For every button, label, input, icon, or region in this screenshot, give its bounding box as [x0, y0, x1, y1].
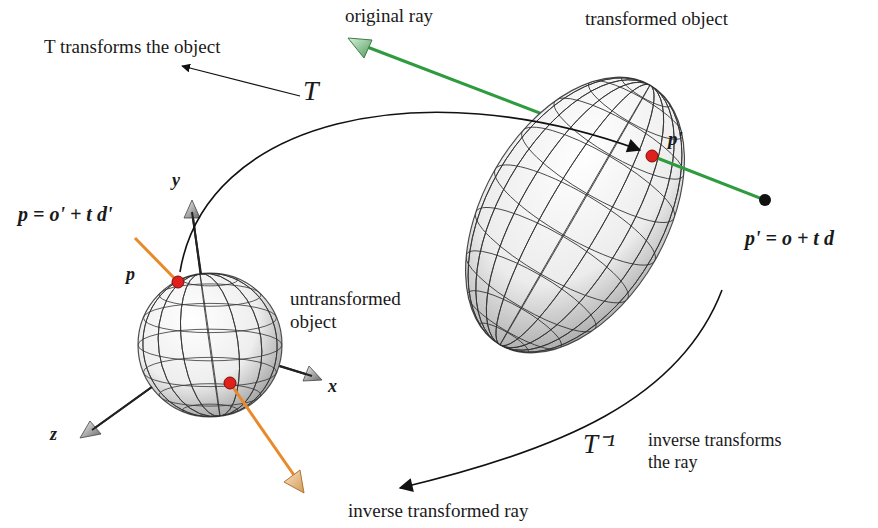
- transform-symbol: T: [303, 74, 319, 108]
- grid-line: [453, 58, 698, 372]
- object-label: untransformed object: [290, 288, 415, 334]
- grid-line: [475, 71, 675, 360]
- hit-point: [172, 276, 184, 288]
- x-axis: [280, 366, 312, 376]
- ray-label: original ray: [345, 5, 433, 28]
- inverse-transform-symbol: T⁻¹: [583, 428, 615, 460]
- z-axis: [92, 387, 152, 430]
- grid-line: [475, 71, 675, 360]
- ellipsoid-grid: [420, 39, 730, 391]
- ray-equation: p = o' + t d': [18, 202, 112, 226]
- ray-cone: [348, 38, 372, 58]
- sphere-grid: [128, 264, 292, 427]
- leader-line: [182, 66, 300, 96]
- original-ray: [652, 156, 765, 200]
- grid-line: [424, 41, 726, 389]
- grid-line: [500, 85, 651, 345]
- grid-line: [453, 58, 698, 372]
- grid-line: [172, 270, 248, 420]
- transformed-ray: [230, 383, 296, 478]
- object-label: transformed object: [585, 8, 728, 31]
- grid-line: [172, 270, 248, 420]
- grid-line: [435, 48, 715, 383]
- grid-line: [435, 48, 715, 383]
- transformed-ray: [135, 238, 178, 282]
- axis-label: y: [172, 170, 180, 192]
- hit-point: [646, 150, 658, 162]
- grid-line: [465, 192, 638, 317]
- axis-cone: [80, 421, 101, 438]
- ray-cone: [284, 470, 304, 493]
- grid-line: [475, 318, 531, 359]
- grid-line: [420, 39, 730, 391]
- point-label: p': [668, 128, 683, 151]
- note-label: inverse transforms the ray: [648, 430, 798, 473]
- grid-line: [159, 384, 261, 406]
- grid-line: [424, 41, 726, 389]
- axis-label: z: [50, 424, 57, 446]
- ellipsoid-body: [420, 39, 729, 391]
- grid-line: [545, 85, 693, 192]
- ray-label: inverse transformed ray: [348, 500, 528, 523]
- sphere: [138, 273, 282, 417]
- grid-line: [128, 264, 292, 427]
- ray-origin: [759, 194, 771, 206]
- ellipsoid: [420, 39, 730, 391]
- hit-point: [224, 377, 236, 389]
- grid-line: [618, 71, 674, 112]
- point-label: p: [126, 264, 135, 286]
- transform-arrow: [180, 112, 640, 272]
- grid-line: [484, 149, 666, 281]
- note-label: T transforms the object: [44, 36, 220, 59]
- grid-line: [199, 274, 220, 417]
- grid-line: [134, 264, 287, 425]
- axis-label: x: [328, 376, 337, 398]
- ray-equation: p' = o + t d: [745, 226, 834, 250]
- grid-line: [134, 264, 287, 425]
